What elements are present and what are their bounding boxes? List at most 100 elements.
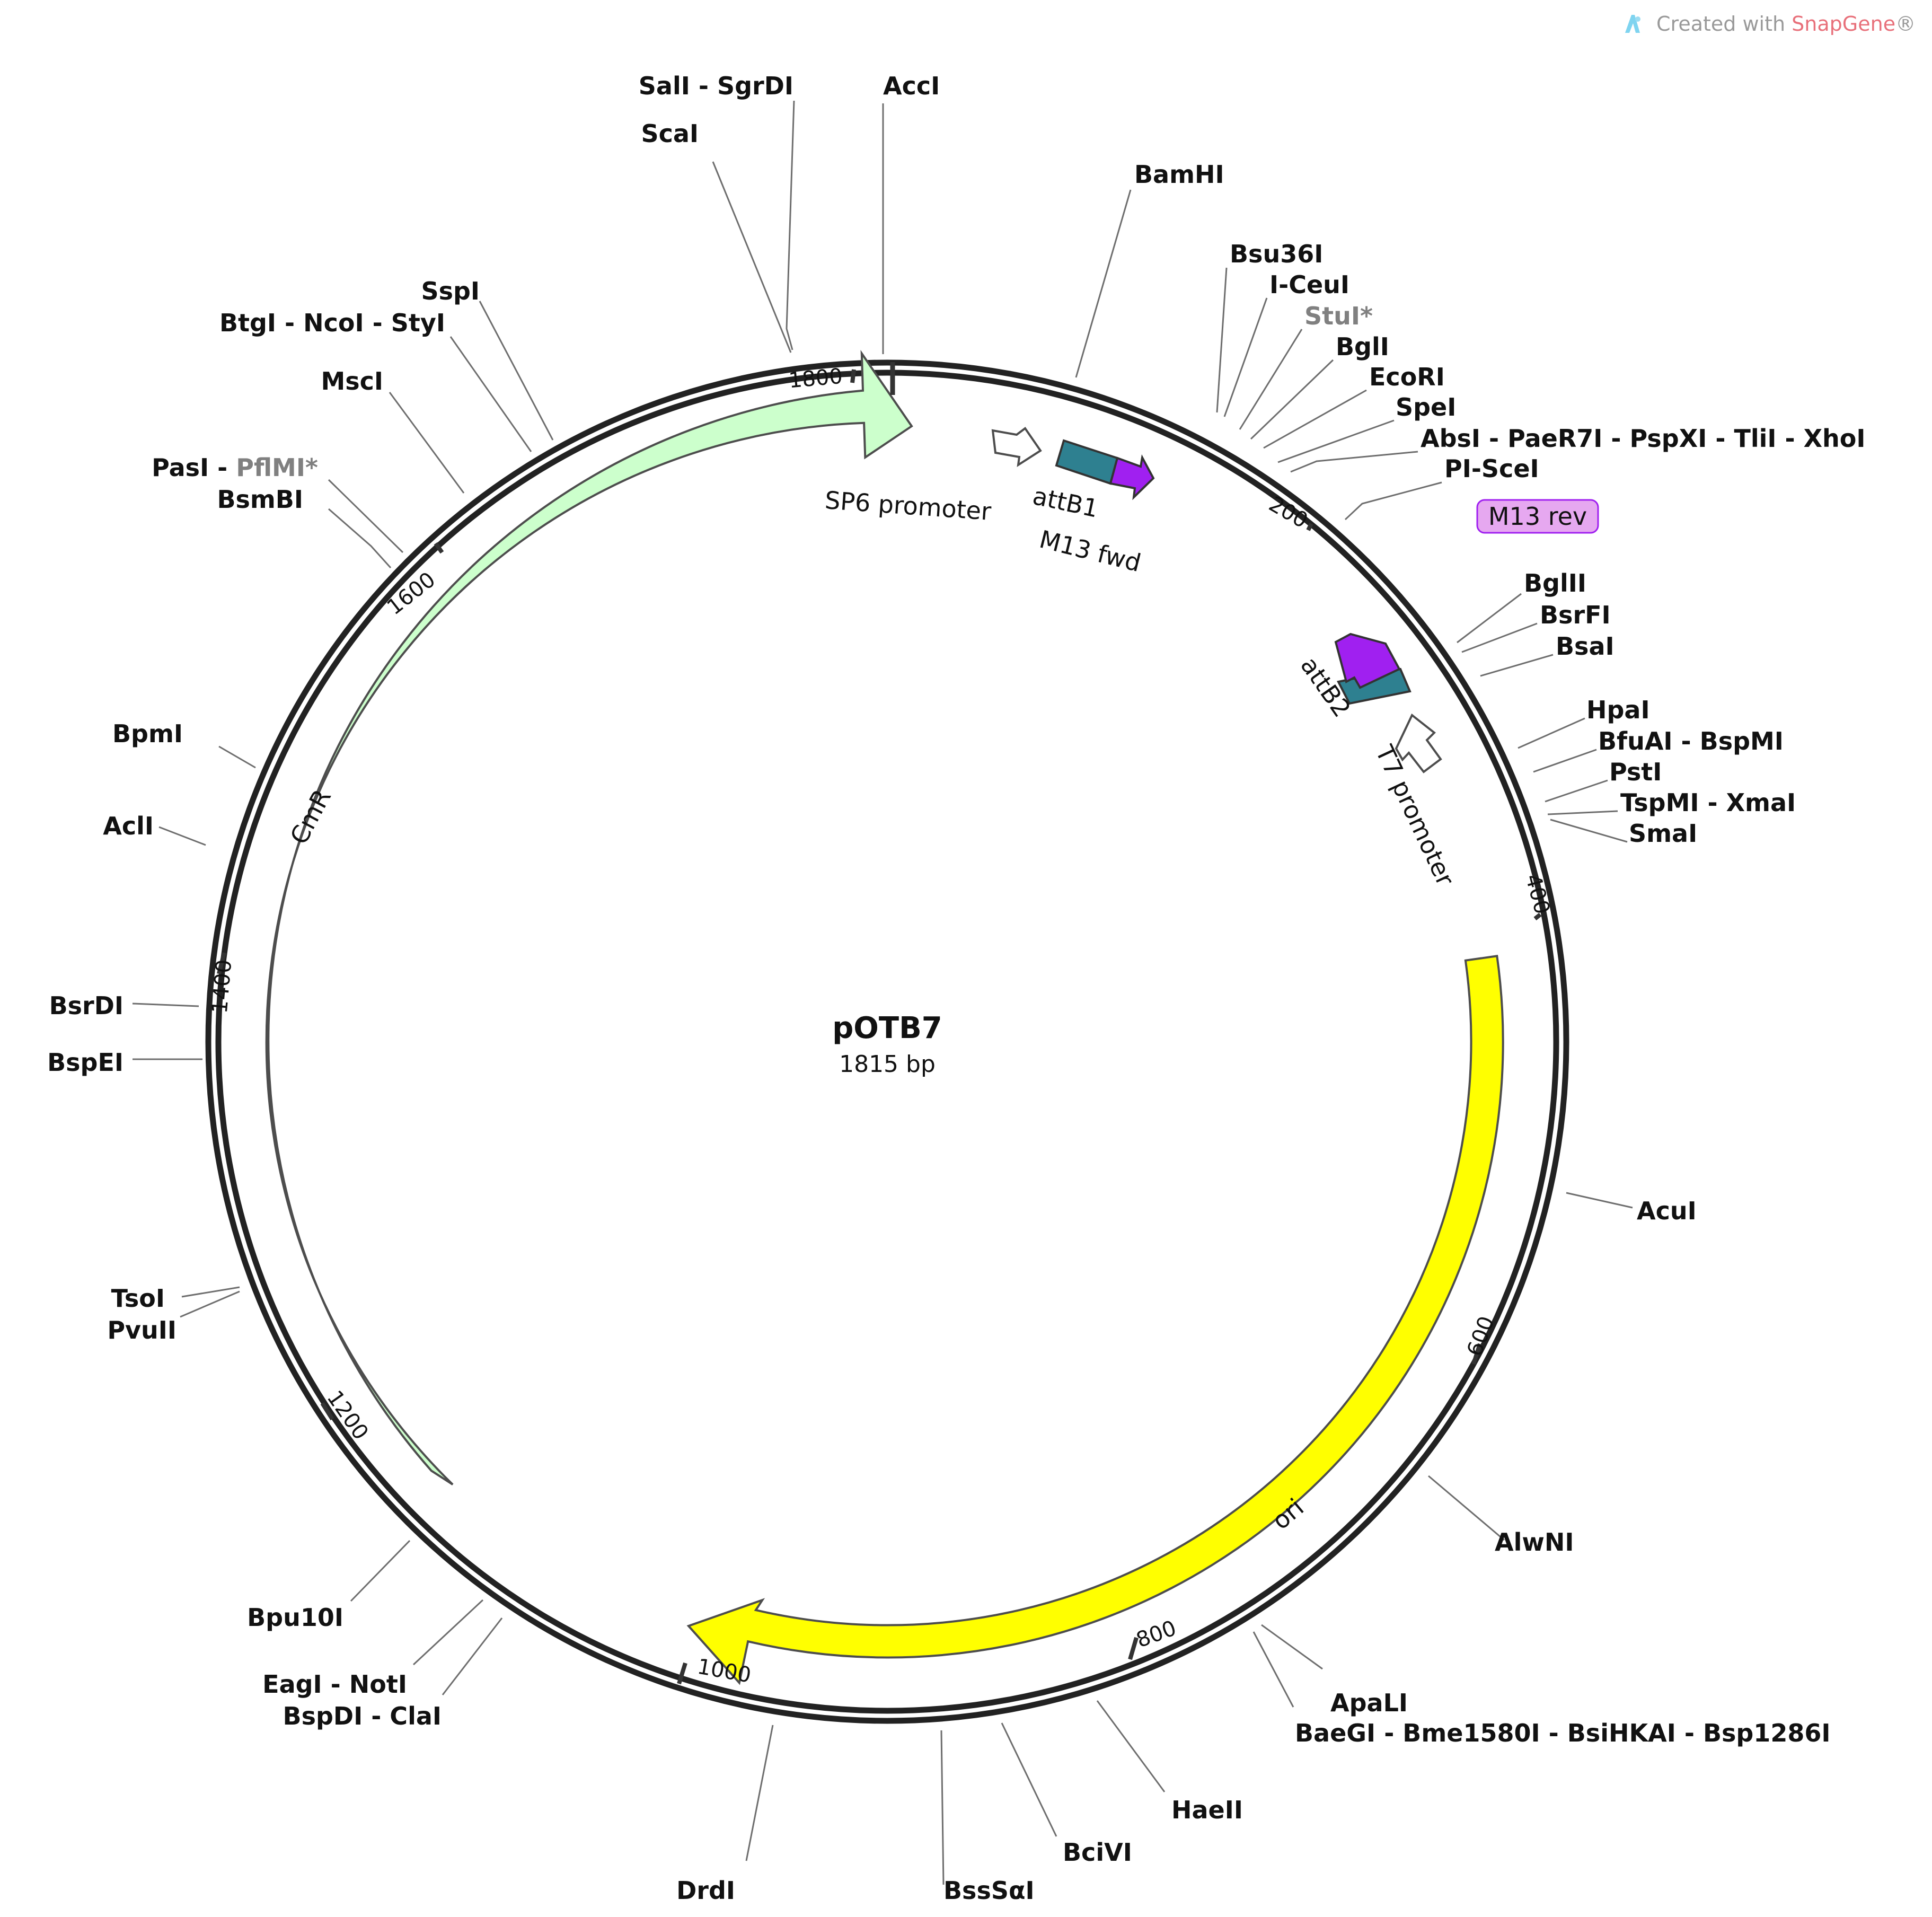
tick-mark-1800 xyxy=(850,369,856,383)
site-line-bsai xyxy=(1480,654,1554,677)
site-label-pvuii: PvuII xyxy=(107,1316,177,1344)
site-line-bsrfi xyxy=(1461,622,1538,653)
site-line-sspi xyxy=(479,301,554,441)
plasmid-name: pOTB7 xyxy=(832,1011,942,1045)
site-line-absi-paer7i-pspxi-tlii-xhoi xyxy=(1290,451,1418,473)
site-line-sali-sgrdi xyxy=(786,100,795,350)
site-line-ecori xyxy=(1263,389,1367,449)
site-label-smai: SmaI xyxy=(1629,819,1697,848)
site-label-spei: SpeI xyxy=(1396,393,1456,421)
snapgene-credit: Created with SnapGene® xyxy=(1625,12,1916,36)
site-label-msci: MscI xyxy=(321,367,383,395)
tick-mark-800 xyxy=(1128,1637,1139,1660)
site-line-bamhi xyxy=(1075,189,1132,378)
tick-label-200: 200 xyxy=(1265,492,1312,533)
site-label-scai: ScaI xyxy=(641,119,699,148)
site-line-bsrdi xyxy=(132,1003,199,1007)
site-label-bpmi: BpmI xyxy=(112,719,183,748)
tick-mark-1200 xyxy=(320,1402,334,1421)
t7-promoter-arrow xyxy=(1395,713,1442,773)
site-label-stui: StuI* xyxy=(1304,302,1373,330)
site-label-btgi-ncoi-styi: BtgI - NcoI - StyI xyxy=(219,309,445,337)
site-line-acli xyxy=(158,826,206,846)
site-label-i-ceui: I-CeuI xyxy=(1269,270,1349,299)
site-line-haeii xyxy=(1096,1700,1166,1792)
site-label-drdi: DrdI xyxy=(676,1876,735,1905)
snapgene-logo-icon xyxy=(1625,15,1640,33)
site-label-apali: ApaLI xyxy=(1330,1689,1408,1717)
site-line-i-ceui xyxy=(1223,297,1268,417)
site-label-bamhi: BamHI xyxy=(1134,160,1224,189)
sp6-promoter-arrow xyxy=(991,427,1042,468)
site-label-acci: AccI xyxy=(883,72,940,100)
site-label-bsrdi: BsrDI xyxy=(49,991,123,1020)
site-label-tsoi: TsoI xyxy=(111,1284,165,1313)
site-line-alwni xyxy=(1428,1475,1505,1541)
site-label-sali-sgrdi: SalI - SgrDI xyxy=(639,72,793,100)
site-label-bsrfi: BsrFI xyxy=(1540,601,1611,629)
site-line-pasi xyxy=(328,479,404,553)
site-label-bsss-i: BssSαI xyxy=(943,1876,1035,1905)
attb1-feature-box xyxy=(1055,439,1119,485)
tick-label-400: 400 xyxy=(1520,872,1554,917)
site-label-pasi: PasI - PflMI* xyxy=(152,453,318,482)
site-line-bsss-i xyxy=(940,1730,945,1885)
site-label-hpai: HpaI xyxy=(1586,696,1650,724)
site-label-bspdi-clai: BspDI - ClaI xyxy=(283,1702,442,1730)
tick-label-1800: 1800 xyxy=(788,364,843,393)
site-label-ecori: EcoRI xyxy=(1369,363,1445,391)
site-label-bsmbi: BsmBI xyxy=(217,485,303,514)
site-label-bspei: BspEI xyxy=(47,1048,123,1077)
tick-mark-1400 xyxy=(217,952,226,974)
site-label-absi-paer7i-pspxi-tlii-xhoi: AbsI - PaeR7I - PspXI - TliI - XhoI xyxy=(1421,424,1866,453)
site-label-psti: PstI xyxy=(1609,758,1662,786)
plasmid-size: 1815 bp xyxy=(839,1051,936,1078)
feature-label-sp6-promoter: SP6 promoter xyxy=(824,486,992,526)
site-line-drdi xyxy=(745,1725,774,1861)
tick-mark-1000 xyxy=(677,1662,687,1685)
site-label-haeii: HaeII xyxy=(1171,1796,1243,1824)
backbone-outer xyxy=(205,359,1569,1724)
site-line-hpai xyxy=(1518,717,1585,749)
site-line-pvuii xyxy=(180,1290,240,1318)
site-label-alwni: AlwNI xyxy=(1495,1528,1574,1557)
m13-rev-label-group: M13 rev xyxy=(1476,499,1599,534)
site-line-tsoi xyxy=(181,1286,240,1298)
site-line-bpu10i xyxy=(350,1540,411,1602)
tick-mark-400 xyxy=(1533,912,1542,921)
tick-mark-1600 xyxy=(434,542,444,554)
site-label-sspi: SspI xyxy=(421,277,480,305)
site-line-eagi-noti xyxy=(412,1599,484,1666)
site-label-bgli: BglI xyxy=(1336,332,1389,361)
ori-feature-arrow xyxy=(686,955,1504,1685)
feature-label-cmr: CmR xyxy=(284,785,337,849)
site-line-bsmbi xyxy=(328,508,392,569)
cmr-feature-arrow xyxy=(265,350,913,1485)
feature-label-m13-fwd: M13 fwd xyxy=(1037,525,1144,578)
site-label-bcivi: BciVI xyxy=(1063,1838,1132,1867)
site-line-btgi-ncoi-styi xyxy=(449,336,532,452)
site-label-pi-scei: PI-SceI xyxy=(1444,454,1539,483)
site-line-psti xyxy=(1545,779,1608,803)
site-line-smai xyxy=(1550,819,1628,843)
site-line-bgli xyxy=(1250,359,1334,440)
feature-label-attb1: attB1 xyxy=(1030,481,1101,523)
site-label-acli: AclI xyxy=(103,812,154,840)
site-line-bsu36i xyxy=(1216,267,1228,413)
site-label-bfuai-bspmi: BfuAI - BspMI xyxy=(1598,727,1784,755)
feature-label-t7-promoter: T7 promoter xyxy=(1370,741,1460,890)
site-line-bfuai-bspmi xyxy=(1533,749,1597,773)
site-label-bglii: BglII xyxy=(1524,569,1586,597)
backbone-inner xyxy=(215,370,1559,1714)
tick-mark-200 xyxy=(1306,523,1313,531)
feature-label-m13-rev: M13 rev xyxy=(1488,502,1587,531)
site-label-bpu10i: Bpu10I xyxy=(247,1603,343,1632)
site-line-stui xyxy=(1239,329,1303,430)
site-line-apali xyxy=(1261,1624,1323,1670)
site-label-acui: AcuI xyxy=(1637,1197,1697,1225)
site-line-baegi-bme1580i-bsihkai-bsp1286i xyxy=(1252,1631,1294,1708)
site-label-eagi-noti: EagI - NotI xyxy=(262,1670,407,1699)
tick-label-1400: 1400 xyxy=(208,958,237,1014)
